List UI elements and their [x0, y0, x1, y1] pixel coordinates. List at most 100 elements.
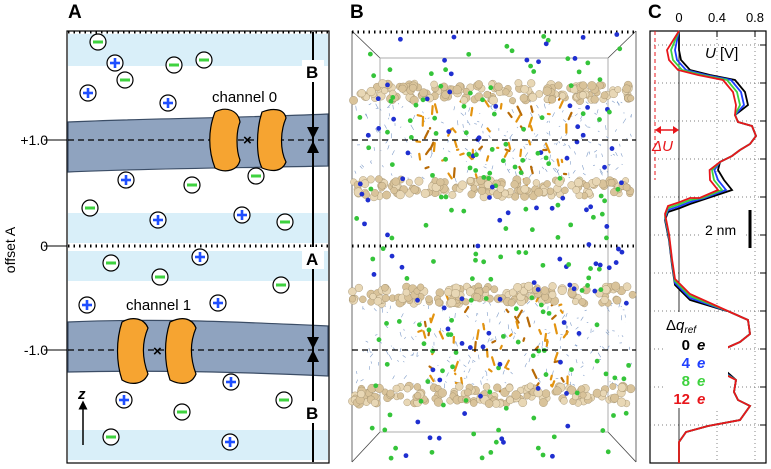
protein-strand: [553, 351, 559, 362]
protein-strand: [429, 317, 433, 324]
anion-particle: [471, 431, 477, 437]
anion-particle: [466, 51, 472, 57]
protein-strand: [551, 314, 557, 320]
protein-strand: [551, 380, 556, 388]
anion-particle: [543, 372, 549, 377]
lipid-head: [472, 293, 481, 302]
cation-particle: [505, 210, 511, 216]
anion-particle: [430, 172, 435, 178]
protein-strand: [508, 333, 513, 337]
lipid-tail: [565, 324, 567, 329]
cation-particle: [357, 181, 363, 187]
anion-particle: [600, 428, 606, 433]
lipid-tail: [474, 123, 477, 125]
anion-particle: [438, 194, 444, 200]
anion-particle: [421, 341, 427, 347]
lipid-head: [405, 178, 413, 186]
lipid-tail: [370, 160, 372, 163]
anion-particle: [487, 170, 493, 176]
anion-particle: [481, 174, 487, 180]
lipid-tail: [593, 164, 595, 166]
ions: [78, 33, 294, 451]
lipid-tail: [513, 332, 517, 335]
anion-particle: [384, 320, 389, 326]
lipid-tail: [586, 151, 589, 157]
lipid-tail: [549, 130, 551, 136]
lipid-head: [520, 85, 529, 94]
protein-strand: [460, 376, 464, 386]
anion-particle: [606, 109, 612, 115]
lipid-tail: [399, 348, 402, 353]
cation-particle: [359, 191, 365, 197]
lipid-tail: [463, 377, 466, 380]
protein-strand: [526, 316, 531, 328]
protein-strand: [424, 166, 430, 170]
protein-strand: [549, 374, 553, 381]
anion-particle: [420, 97, 426, 103]
cation-particle: [535, 287, 541, 292]
lipid-head: [546, 187, 554, 195]
lipid-head: [600, 91, 609, 100]
protein-strand: [433, 103, 439, 114]
lipid-head: [378, 181, 386, 190]
lipid-tail: [355, 379, 358, 384]
lipid-tail: [560, 136, 562, 140]
lipid-tail: [475, 320, 477, 323]
lipid-tail: [487, 337, 490, 343]
anion-icon: [151, 268, 169, 286]
md-membranes: [348, 79, 637, 409]
lipid-head: [539, 398, 548, 407]
anion-particle: [621, 376, 627, 382]
anion-icon: [183, 176, 201, 194]
legend-unit-0: e: [697, 337, 705, 354]
anion-particle: [489, 147, 495, 152]
lipid-head: [548, 95, 557, 104]
protein-strand: [423, 129, 430, 140]
legend-value-2: 8: [682, 373, 690, 390]
lipid-tail: [494, 109, 497, 112]
lipid-tail: [445, 381, 447, 383]
lipid-head: [477, 186, 486, 195]
lipid-head: [488, 95, 498, 105]
cation-particle: [571, 286, 577, 292]
lipid-head: [511, 390, 521, 400]
cation-particle: [549, 205, 555, 211]
lipid-tail: [498, 321, 501, 325]
lipid-tail: [506, 131, 508, 133]
lipid-tail: [568, 373, 570, 376]
lipid-tail: [478, 354, 480, 360]
protein-strand: [423, 320, 427, 328]
cation-particle: [436, 435, 442, 441]
lipid-tail: [507, 169, 511, 171]
lipid-head: [573, 178, 583, 188]
protein-strand: [531, 368, 538, 379]
anion-icon: [102, 428, 120, 446]
anion-particle: [413, 102, 419, 108]
anion-particle: [443, 194, 449, 200]
lipid-tail: [523, 146, 526, 150]
lipid-head: [398, 84, 407, 93]
lipid-tail: [562, 310, 565, 313]
lipid-tail: [586, 336, 589, 340]
cation-particle: [584, 207, 589, 213]
lipid-head: [542, 86, 552, 96]
lipid-tail: [562, 144, 566, 146]
cation-particle: [459, 296, 465, 302]
anion-particle: [545, 37, 551, 43]
protein-strand: [499, 102, 503, 110]
anion-particle: [557, 175, 563, 181]
anion-particle: [538, 302, 544, 308]
anion-particle: [503, 141, 509, 147]
cation-icon: [106, 54, 124, 72]
lipid-head: [397, 392, 405, 400]
lipid-head: [506, 396, 514, 405]
cation-particle: [586, 242, 592, 247]
anion-particle: [387, 67, 393, 73]
anion-particle: [615, 186, 621, 192]
lipid-tail: [556, 169, 560, 173]
lipid-tail: [563, 383, 567, 385]
anion-particle: [369, 425, 375, 431]
tick-plus-1: +1.0: [20, 132, 48, 148]
lipid-head: [349, 96, 358, 105]
